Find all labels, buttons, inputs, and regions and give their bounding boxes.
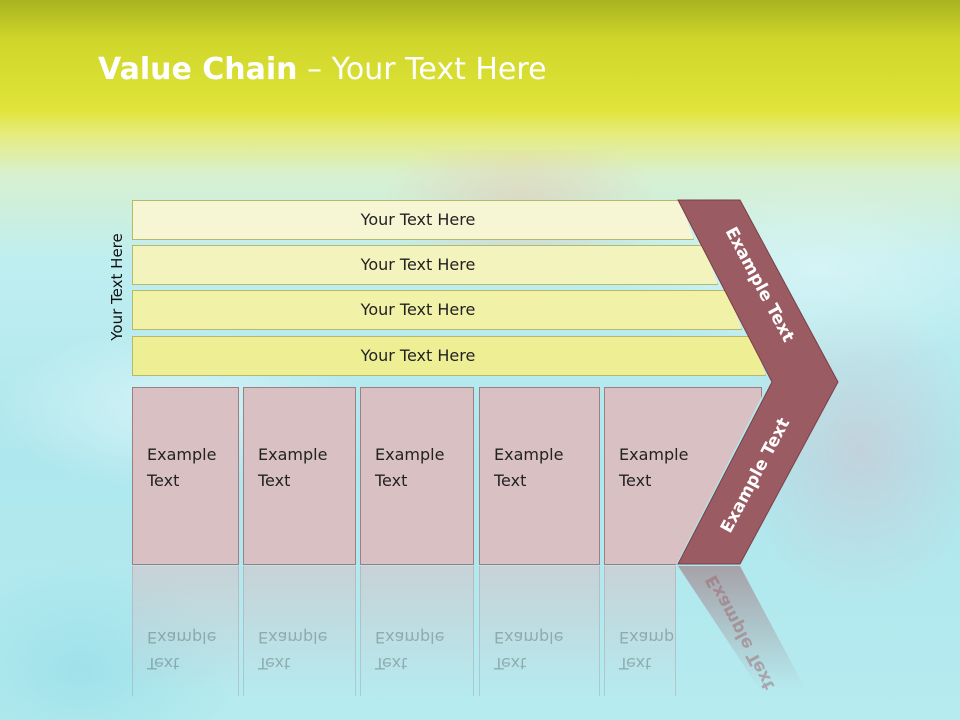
support-bar-3: Your Text Here bbox=[132, 290, 742, 330]
box-line-2: Text bbox=[619, 471, 652, 490]
box-line-1: Example bbox=[258, 445, 328, 464]
box-line-2: Text bbox=[375, 471, 408, 490]
support-bar-2: Your Text Here bbox=[132, 245, 718, 285]
box-line-2: Text bbox=[147, 471, 180, 490]
box-line-1: Example bbox=[494, 445, 564, 464]
support-bar-4: Your Text Here bbox=[132, 336, 766, 376]
support-bar-label: Your Text Here bbox=[360, 346, 476, 365]
box-line-2: Text bbox=[258, 471, 291, 490]
title-bold: Value Chain bbox=[98, 52, 298, 87]
slide-title: Value Chain – Your Text Here bbox=[98, 52, 547, 87]
support-bar-label: Your Text Here bbox=[360, 300, 476, 319]
margin-chevron bbox=[677, 199, 839, 565]
box-line-2: Text bbox=[494, 471, 527, 490]
support-bar-label: Your Text Here bbox=[360, 255, 476, 274]
box-line-1: Example bbox=[147, 445, 217, 464]
title-rest: – Your Text Here bbox=[297, 52, 547, 87]
box-line-1: Example bbox=[375, 445, 445, 464]
support-bar-label: Your Text Here bbox=[360, 210, 476, 229]
margin-chevron-reflection bbox=[678, 566, 806, 690]
box-line-1: Example bbox=[619, 445, 689, 464]
